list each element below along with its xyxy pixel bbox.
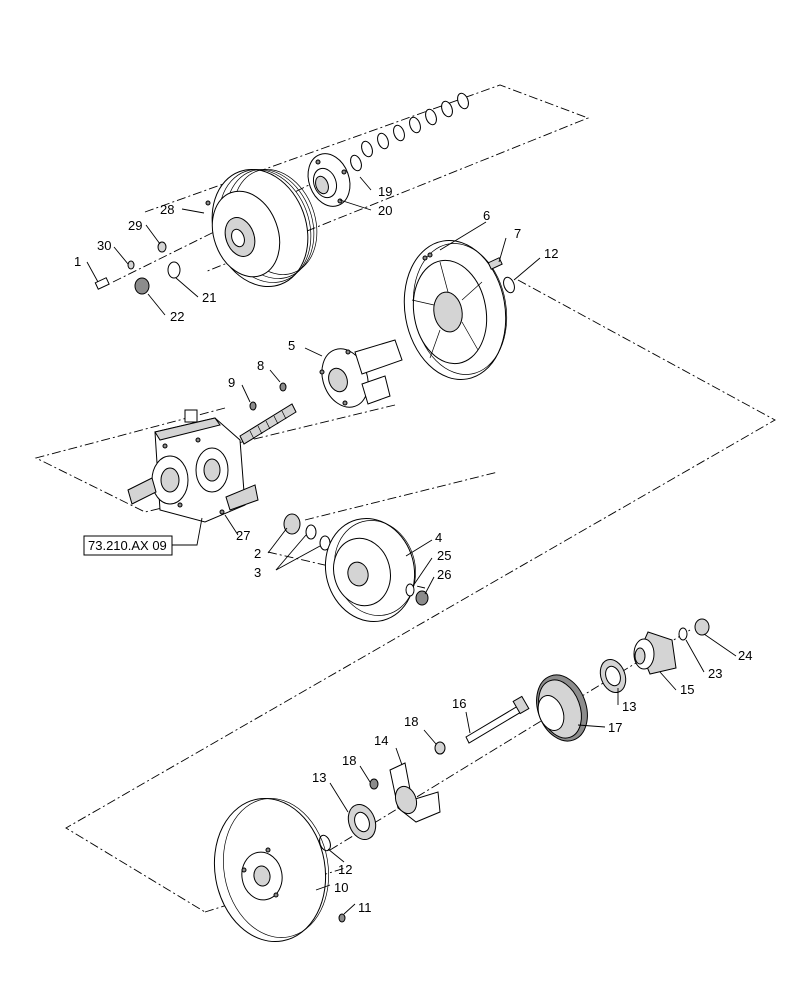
callout-5: 5 <box>288 338 295 353</box>
callout-13-upper: 13 <box>622 699 636 714</box>
callout-14: 14 <box>374 733 388 748</box>
callout-13-lower: 13 <box>312 770 326 785</box>
sprocket <box>536 674 588 742</box>
callout-8: 8 <box>257 358 264 373</box>
callout-25: 25 <box>437 548 451 563</box>
callout-28: 28 <box>160 202 174 217</box>
bolt-and-ring-right <box>487 257 515 294</box>
callout-2: 2 <box>254 546 261 561</box>
callout-23: 23 <box>708 666 722 681</box>
callout-27: 27 <box>236 528 250 543</box>
upper-fasteners <box>94 241 181 295</box>
bearing-13-upper <box>599 659 627 693</box>
callout-26: 26 <box>437 567 451 582</box>
nut-washer-lower-right <box>678 618 710 641</box>
callouts: 1 30 29 28 19 20 21 22 6 7 12 5 8 9 27 2… <box>74 184 752 915</box>
callout-12-upper: 12 <box>544 246 558 261</box>
callout-30: 30 <box>97 238 111 253</box>
multi-groove-pulley <box>205 168 318 288</box>
bushing-and-washers <box>283 513 331 551</box>
callout-20: 20 <box>378 203 392 218</box>
large-pulley <box>403 240 508 380</box>
callout-16: 16 <box>452 696 466 711</box>
gearbox <box>127 409 259 523</box>
callout-29: 29 <box>128 218 142 233</box>
callout-12-lower: 12 <box>338 862 352 877</box>
washer-nut-lower-pulley <box>405 583 429 606</box>
callout-7: 7 <box>514 226 521 241</box>
callout-18-lower: 18 <box>342 753 356 768</box>
callout-17: 17 <box>608 720 622 735</box>
callout-18-upper: 18 <box>404 714 418 729</box>
callout-9: 9 <box>228 375 235 390</box>
seal-rings <box>350 92 469 172</box>
bearing-13-lower <box>347 804 377 840</box>
small-parts-8-9 <box>249 382 287 411</box>
callout-10: 10 <box>334 880 348 895</box>
shaft-hub <box>319 339 403 408</box>
medium-pulley <box>324 517 416 623</box>
callout-1: 1 <box>74 254 81 269</box>
callout-11: 11 <box>358 900 372 915</box>
hub-15 <box>633 631 677 675</box>
leader-lines <box>86 176 737 915</box>
callout-6: 6 <box>483 208 490 223</box>
reference-box <box>83 535 173 556</box>
callout-15: 15 <box>680 682 694 697</box>
worm-shaft <box>239 403 297 445</box>
callout-3: 3 <box>254 565 261 580</box>
nuts-18 <box>369 741 446 790</box>
large-disc <box>213 797 329 943</box>
callout-4: 4 <box>435 530 442 545</box>
reference-box-label: 73.210.AX 09 <box>88 538 167 553</box>
callout-24: 24 <box>738 648 752 663</box>
fitting-11 <box>338 913 346 923</box>
bracket <box>389 762 441 823</box>
reference-link[interactable]: 73.210.AX 09 <box>83 535 173 556</box>
flange-hub <box>307 153 351 207</box>
long-bolt <box>465 695 530 744</box>
callout-19: 19 <box>378 184 392 199</box>
callout-21: 21 <box>202 290 216 305</box>
callout-22: 22 <box>170 309 184 324</box>
